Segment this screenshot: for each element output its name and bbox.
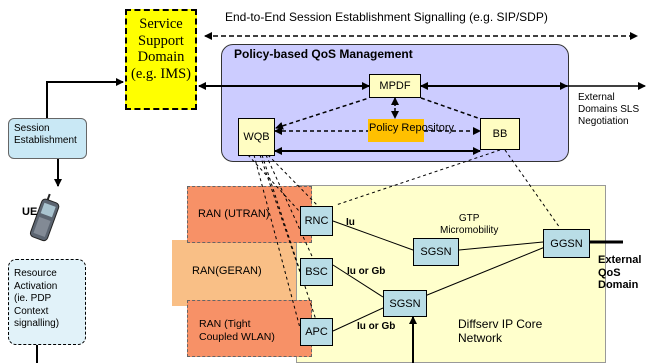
ran-geran-region [172, 240, 312, 306]
management-dashed-links [247, 149, 561, 329]
external-sls-label: External Domains SLS Negotiation [578, 92, 640, 127]
wqb-node: WQB [238, 118, 275, 156]
core-network-links [332, 220, 623, 332]
iu-or-gb-label-2: Iu or Gb [357, 321, 396, 332]
ran-wlan-region [187, 300, 312, 357]
sgsn-node-1: SGSN [413, 238, 459, 266]
session-signalling-paths [36, 78, 124, 363]
gtp-micromobility-label: GTP Micromobility [440, 213, 499, 236]
ran-wlan-label: RAN (Tight Coupled WLAN) [199, 318, 275, 343]
bb-node: BB [480, 118, 520, 150]
policy-repository-label: Policy Repository [369, 122, 454, 134]
service-support-domain-box [125, 9, 197, 110]
apc-node: APC [300, 318, 333, 346]
resource-activation-box [8, 259, 86, 345]
ran-utran-region [187, 186, 312, 243]
resource-activation-label: Resource Activation (ie. PDP Context sig… [14, 268, 60, 329]
rnc-node: RNC [300, 206, 333, 236]
session-establishment-box [8, 118, 87, 159]
policy-repository-box [368, 119, 424, 142]
external-qos-domain-label: External QoS Domain [598, 254, 642, 292]
policy-arrows [198, 82, 646, 155]
ran-utran-label: RAN (UTRAN) [198, 208, 270, 220]
iu-or-gb-label-1: Iu or Gb [347, 266, 386, 277]
diffserv-core-label: Diffserv IP Core Network [458, 317, 543, 346]
iu-label: Iu [346, 217, 355, 228]
mpdf-node: MPDF [369, 74, 421, 98]
ue-label: UE [22, 206, 38, 218]
service-support-domain-label: Service Support Domain (e.g. IMS) [130, 16, 191, 83]
sgsn-node-2: SGSN [383, 290, 427, 317]
session-establishment-label: Session Establishment [14, 123, 77, 146]
ggsn-node: GGSN [543, 229, 590, 258]
ran-geran-label: RAN(GERAN) [192, 265, 262, 277]
bsc-node: BSC [300, 258, 333, 286]
top-signalling-label: End-to-End Session Establishment Signall… [225, 10, 548, 24]
policy-panel-title: Policy-based QoS Management [234, 47, 413, 61]
mobile-phone-icon [29, 193, 60, 242]
